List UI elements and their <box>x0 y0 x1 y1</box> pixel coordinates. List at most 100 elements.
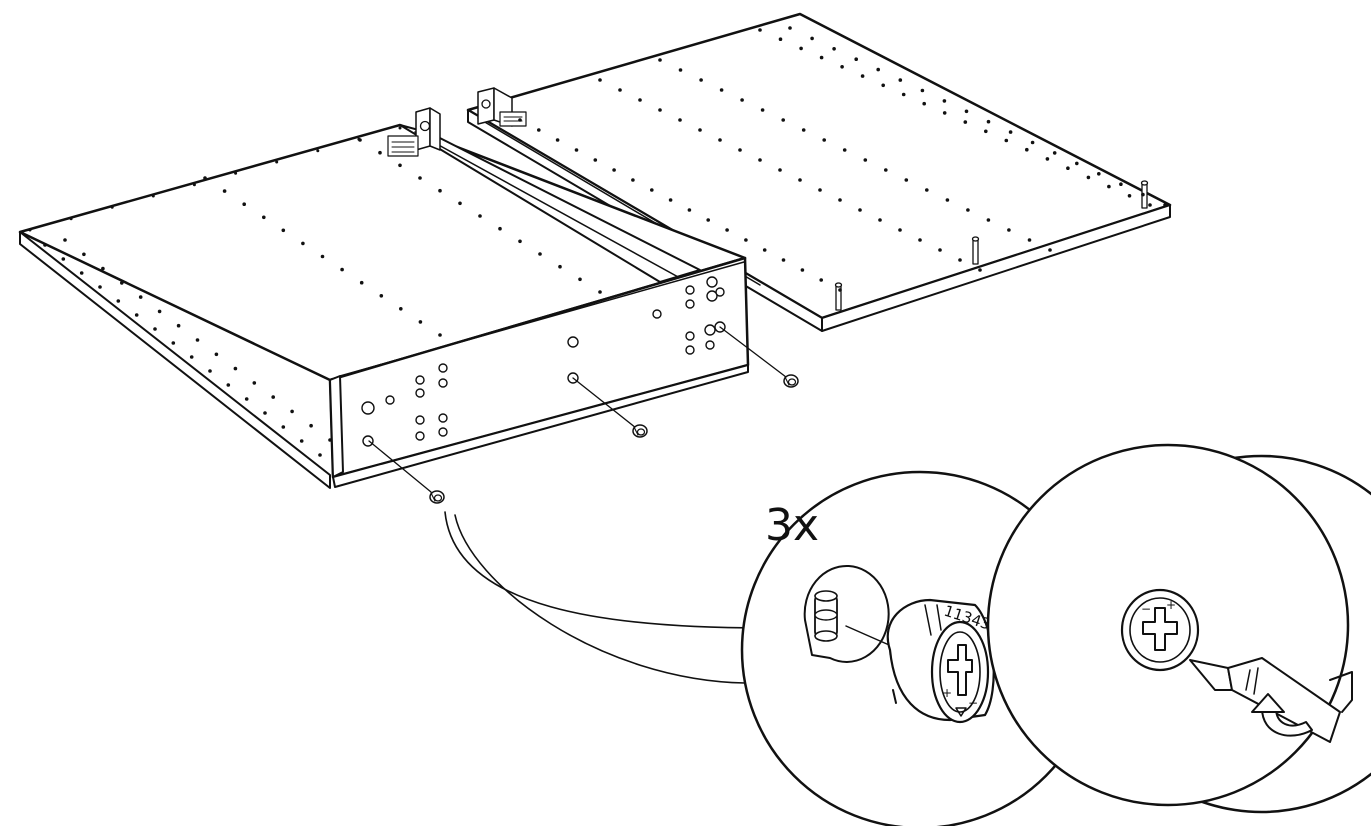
right-panel-hole-pattern <box>518 26 1167 292</box>
shelf-pin-hole <box>799 46 803 51</box>
shelf-pin-hole <box>578 277 582 282</box>
shelf-pin-hole <box>631 178 635 182</box>
shelf-pin-hole <box>153 327 157 331</box>
shelf-pin-hole <box>1030 140 1035 145</box>
shelf-pin-hole <box>778 168 782 172</box>
shelf-pin-hole <box>958 258 962 262</box>
drilled-hole <box>438 413 448 423</box>
drilled-hole <box>361 401 375 415</box>
drilled-hole <box>685 285 695 295</box>
shelf-pin-hole <box>842 148 847 152</box>
drilled-hole <box>438 427 448 437</box>
shelf-pin-hole <box>458 201 462 206</box>
shelf-pin-hole <box>233 366 238 371</box>
shelf-pin-hole <box>800 268 805 272</box>
shelf-pin-hole <box>222 189 227 193</box>
shelf-pin-hole <box>687 208 692 212</box>
shelf-pin-hole <box>1052 151 1057 155</box>
shelf-pin-hole <box>378 150 382 155</box>
shelf-pin-hole <box>555 138 560 142</box>
shelf-pin-hole <box>262 215 266 220</box>
shelf-pin-hole <box>61 257 66 261</box>
shelf-pin-hole <box>98 285 102 289</box>
shelf-pin-hole <box>1004 138 1009 143</box>
shelf-pin-hole <box>309 423 313 428</box>
shelf-pin-hole <box>151 194 155 198</box>
shelf-pin-hole <box>819 55 824 60</box>
shelf-pin-hole <box>650 188 654 192</box>
shelf-pin-hole <box>598 78 602 82</box>
shelf-pin-hole <box>299 439 304 443</box>
shelf-pin-hole <box>658 58 662 62</box>
cam-fitting-small <box>429 490 445 504</box>
shelf-pin-hole <box>942 111 947 115</box>
callout-leader <box>444 511 766 684</box>
shelf-pin-hole <box>854 57 858 61</box>
cam-lock-fitting-icon: + − <box>886 598 995 724</box>
drilled-hole <box>705 340 715 350</box>
shelf-pin-hole <box>418 320 423 324</box>
shelf-pin-hole <box>762 248 767 252</box>
shelf-pin-hole <box>718 138 722 142</box>
shelf-pin-hole <box>725 228 729 232</box>
shelf-pin-hole <box>69 217 73 221</box>
shelf-pin-hole <box>658 108 662 112</box>
shelf-pin-hole <box>699 78 703 82</box>
shelf-pin-hole <box>518 118 522 122</box>
shelf-pin-hole <box>574 148 579 152</box>
shelf-pin-hole <box>898 228 902 232</box>
shelf-pin-hole <box>281 425 286 429</box>
shelf-pin-hole <box>171 341 176 345</box>
shelf-pin-hole <box>192 183 196 187</box>
cam-lock-fitting-icon-small <box>814 590 838 642</box>
shelf-pin-hole <box>822 138 826 142</box>
shelf-pin-hole <box>838 288 842 292</box>
left-panel-bracket <box>387 107 441 157</box>
drilled-hole <box>415 415 425 425</box>
shelf-pin-hole <box>138 295 143 299</box>
shelf-pin-hole <box>1127 194 1132 198</box>
shelf-pin-hole <box>558 264 562 269</box>
shelf-pin-hole <box>838 198 842 202</box>
shelf-pin-hole <box>478 214 482 218</box>
shelf-pin-hole <box>945 198 950 202</box>
drilled-hole <box>706 276 718 288</box>
shelf-pin-hole <box>28 228 32 232</box>
shelf-pin-hole <box>1148 203 1152 207</box>
shelf-pin-hole <box>242 202 246 206</box>
svg-text:−: − <box>968 696 978 710</box>
shelf-pin-hole <box>1119 182 1123 186</box>
shelf-pin-hole <box>966 208 970 212</box>
front-rail <box>328 256 750 488</box>
shelf-pin-hole <box>271 395 276 399</box>
shelf-pin-hole <box>1107 184 1111 189</box>
shelf-pin-hole <box>678 118 682 122</box>
shelf-pin-hole <box>840 65 844 69</box>
drilled-hole <box>415 375 425 385</box>
drilled-hole <box>685 345 695 355</box>
shelf-pin-hole <box>1008 130 1013 134</box>
shelf-pin-hole <box>964 109 969 114</box>
shelf-pin-hole <box>719 88 724 92</box>
shelf-pin-hole <box>863 158 868 162</box>
shelf-pin-hole <box>1048 248 1052 252</box>
cam-lock-fitting-face-icon: − + <box>1120 588 1200 672</box>
shelf-pin-hole <box>275 160 279 164</box>
shelf-pin-hole <box>781 258 786 262</box>
shelf-pin-hole <box>101 266 105 271</box>
svg-text:+: + <box>1166 598 1176 612</box>
shelf-pin-hole <box>398 126 402 130</box>
shelf-pin-hole <box>918 238 922 242</box>
shelf-pin-hole <box>638 98 642 102</box>
shelf-pin-hole <box>316 149 320 153</box>
shelf-pin-hole <box>612 168 616 172</box>
shelf-pin-hole <box>740 98 744 102</box>
drilled-hole <box>706 290 718 302</box>
shelf-pin-hole <box>290 409 294 414</box>
shelf-pin-hole <box>301 241 305 246</box>
shelf-pin-hole <box>901 92 906 97</box>
shelf-pin-hole <box>252 381 257 385</box>
right-panel-dowels <box>834 180 1149 311</box>
shelf-pin-hole <box>878 218 882 222</box>
shelf-pin-hole <box>1086 175 1091 180</box>
